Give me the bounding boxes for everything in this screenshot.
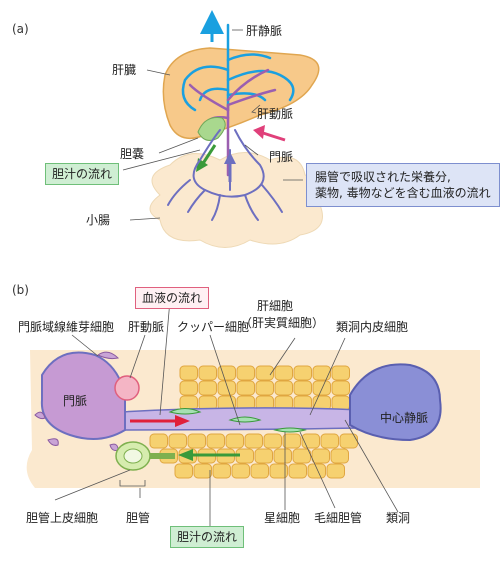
nutrient-flow-box: 腸管で吸収された栄養分, 薬物, 毒物などを含む血液の流れ xyxy=(306,163,500,207)
hepatocyte-cell xyxy=(179,395,198,411)
label-hepatocyte-line1: 肝細胞 xyxy=(257,299,294,313)
portal-vein-b xyxy=(40,351,126,440)
intestine xyxy=(149,152,324,248)
hepatocyte-cell xyxy=(312,380,331,396)
hepatocyte-cell xyxy=(293,380,312,396)
label-stellate: 星細胞 xyxy=(264,511,301,525)
hepatocyte-cell xyxy=(217,365,236,381)
hepatocyte-cell xyxy=(187,433,206,449)
hepatocyte-cell xyxy=(255,380,274,396)
hepatocyte-cell xyxy=(236,380,255,396)
hepatocyte-cell xyxy=(282,433,301,449)
hepatic-artery-arrow xyxy=(253,125,286,142)
hepatocyte-cell xyxy=(311,448,330,464)
label-portal-vein-b: 門脈 xyxy=(63,394,88,408)
hepatocyte-cell xyxy=(198,365,217,381)
hepatocyte-cell xyxy=(198,380,217,396)
label-intestine: 小腸 xyxy=(86,213,111,227)
nutrient-flow-line2: 薬物, 毒物などを含む血液の流れ xyxy=(315,186,491,200)
portal-fibroblasts xyxy=(34,351,120,451)
label-central-vein: 中心静脈 xyxy=(380,411,429,425)
hepatocyte-cell xyxy=(217,380,236,396)
central-vein xyxy=(349,363,442,442)
bile-flow-box-b: 胆汁の流れ xyxy=(170,526,245,548)
label-portal-vein-a: 門脈 xyxy=(269,150,294,164)
label-bile-duct: 胆管 xyxy=(126,511,151,525)
label-bile-canaliculus: 毛細胆管 xyxy=(314,511,363,525)
blood-flow-arrow xyxy=(130,415,190,427)
hepatocyte-cell xyxy=(168,433,187,449)
hepatocyte-cell xyxy=(274,365,293,381)
hepatocyte-cell xyxy=(174,463,193,479)
leader-lines-a xyxy=(122,29,303,221)
label-hepatic-artery-a: 肝動脈 xyxy=(257,107,294,121)
leader-lines-b xyxy=(54,299,399,545)
label-sinusoidal-endothelial: 類洞内皮細胞 xyxy=(336,320,409,334)
hepatocyte-cell xyxy=(263,433,282,449)
hepatocyte-plate-bottom xyxy=(149,433,358,479)
portal-up-arrow xyxy=(224,152,236,182)
bile-flow-arrow-b xyxy=(178,449,240,461)
hepatocyte-cell xyxy=(206,433,225,449)
hepatocyte-cell xyxy=(326,463,345,479)
label-liver: 肝臓 xyxy=(112,63,137,77)
hepatocyte-cell xyxy=(179,365,198,381)
hepatocyte-cell xyxy=(273,448,292,464)
gallbladder xyxy=(197,117,226,141)
hepatocyte-cell xyxy=(255,365,274,381)
hepatocyte-cell xyxy=(212,463,231,479)
label-cholangiocyte: 胆管上皮細胞 xyxy=(26,511,99,525)
hepatocyte-cell xyxy=(330,448,349,464)
label-hepatic-artery-b: 肝動脈 xyxy=(128,320,165,334)
hepatocyte-cell xyxy=(250,463,269,479)
nutrient-flow-line1: 腸管で吸収された栄養分, xyxy=(315,170,451,184)
hepatic-vein-branches xyxy=(181,23,295,112)
bile-duct-b xyxy=(115,441,175,471)
hepatocyte-cell xyxy=(269,463,288,479)
hepatic-artery-b xyxy=(114,375,140,401)
label-gallbladder: 胆嚢 xyxy=(120,147,145,161)
hepatocyte-cell xyxy=(244,433,263,449)
hepatocyte-cell xyxy=(293,365,312,381)
blood-flow-box: 血液の流れ xyxy=(135,287,210,309)
hepatocyte-cell xyxy=(193,463,212,479)
hepatocyte-cell xyxy=(231,463,250,479)
bile-flow-box-a: 胆汁の流れ xyxy=(45,163,120,185)
hepatocyte-cell xyxy=(254,448,273,464)
hepatocyte-cell xyxy=(307,463,326,479)
hepatocyte-cell xyxy=(312,365,331,381)
hepatocyte-cell xyxy=(225,433,244,449)
hepatocyte-cell xyxy=(320,433,339,449)
hepatocyte-cell xyxy=(288,463,307,479)
hepatocyte-cell xyxy=(339,433,358,449)
label-portal-fibroblast: 門脈域線維芽細胞 xyxy=(18,320,115,334)
hepatocyte-cell xyxy=(301,433,320,449)
hepatocyte-cell xyxy=(149,433,168,449)
hepatocyte-cell xyxy=(331,365,350,381)
hepatocyte-cell xyxy=(179,380,198,396)
hepatocyte-cell xyxy=(292,448,311,464)
hepatocyte-cell xyxy=(331,380,350,396)
panel-b-label: (b) xyxy=(12,283,29,297)
stellate-cells xyxy=(273,427,307,433)
label-kupffer: クッパー細胞 xyxy=(177,320,250,334)
hepatocyte-cell xyxy=(331,395,350,411)
label-hepatocyte-line2: （肝実質細胞） xyxy=(240,316,325,330)
hepatocyte-cell xyxy=(274,380,293,396)
hepatocyte-cell xyxy=(236,365,255,381)
label-sinusoid: 類洞 xyxy=(386,511,411,525)
panel-a-label: (a) xyxy=(12,22,29,36)
label-hepatic-vein: 肝静脈 xyxy=(246,24,283,38)
